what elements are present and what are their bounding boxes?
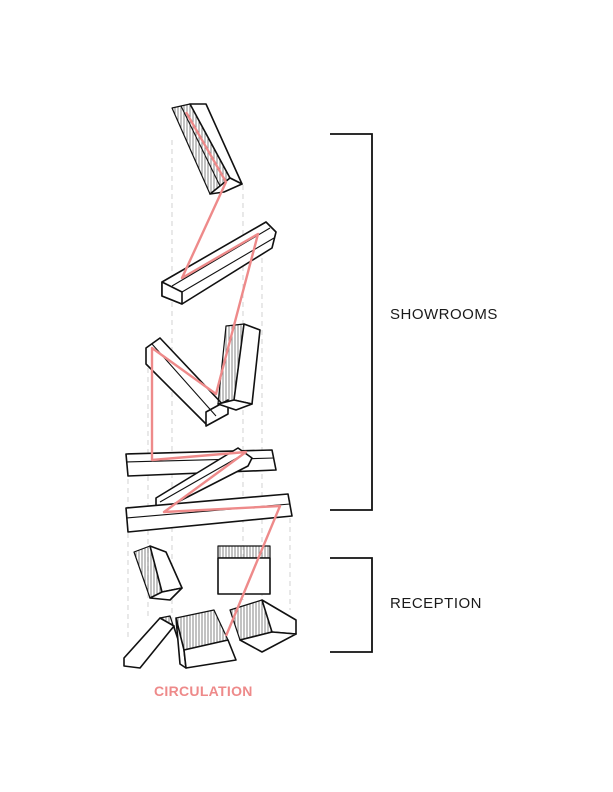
- reception-block-e: [229, 599, 297, 653]
- showroom-block-7: [125, 493, 293, 533]
- circulation-path: [150, 111, 282, 637]
- reception-block-c: [123, 615, 179, 669]
- reception-block-d: [175, 609, 237, 669]
- showroom-block-4: [217, 323, 261, 411]
- showroom-block-2: [161, 221, 277, 305]
- circulation-label: CIRCULATION: [154, 683, 253, 699]
- reception-bracket: [330, 557, 373, 653]
- showrooms-bracket: [330, 133, 373, 511]
- reception-block-b: [217, 545, 271, 595]
- showroom-block-1: [171, 103, 243, 195]
- showrooms-label: SHOWROOMS: [390, 306, 498, 323]
- reception-block-a: [133, 545, 183, 601]
- reception-label: RECEPTION: [390, 595, 483, 612]
